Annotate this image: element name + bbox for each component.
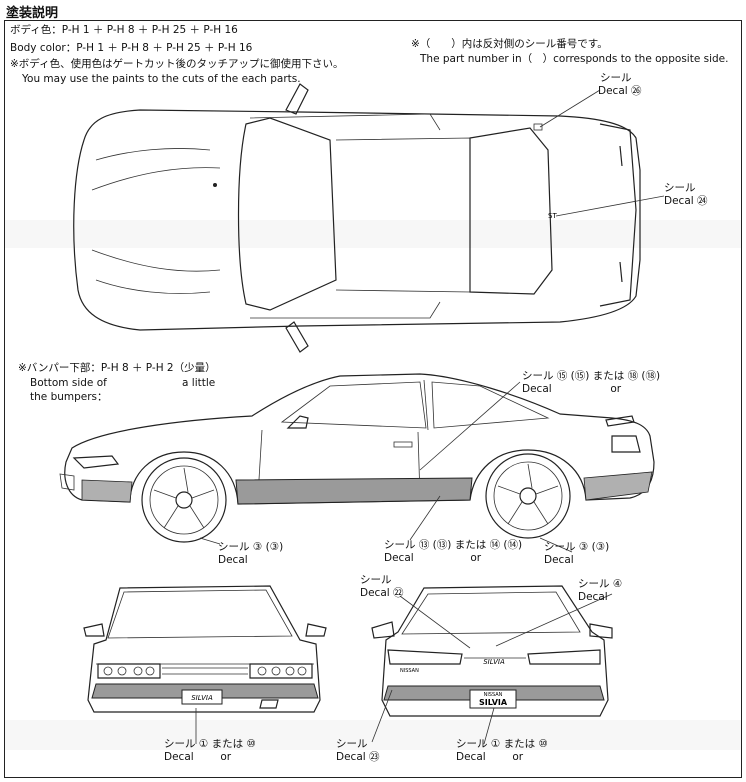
callout-mata: または [503, 738, 536, 750]
callout-num: ① [198, 738, 209, 750]
callout-num: ③ (③) [252, 541, 284, 553]
opposite-note-jp: ※（ ）内は反対側のシール番号です。 [411, 38, 608, 50]
car-side-view [59, 373, 655, 553]
callout-mata: または [454, 539, 487, 551]
rear-left-badge: NISSAN [400, 668, 419, 674]
callout-jp: シール [664, 182, 696, 194]
callout-num: ③ (③) [578, 541, 610, 553]
callout-alt: ⑱ (⑱) [627, 370, 661, 382]
callout-jp: シール [522, 370, 554, 382]
callout-front-1: シール ① または ⑩ Decal or [164, 738, 256, 764]
paint-note-jp: ※ボディ色、使用色はゲートカット後のタッチアップに御使用下さい。 [10, 58, 344, 70]
front-badge-text: SILVIA [191, 694, 213, 702]
callout-en: Decal [336, 751, 366, 763]
callout-num: ㉖ [631, 85, 642, 97]
bumper-note-jp: ※バンパー下部：P-H 8 ＋ P-H 2（少量） [18, 362, 216, 374]
callout-24: シール Decal ㉔ [664, 182, 708, 208]
callout-en: Decal [578, 591, 608, 603]
callout-22: シール Decal ㉒ [360, 574, 404, 600]
bumper-note-en2: the bumpers： [30, 391, 108, 403]
callout-jp: シール [384, 539, 416, 551]
opposite-note-en: The part number in（ ）corresponds to the … [420, 53, 729, 65]
car-rear-view: SILVIA NISSAN NISSAN SILVIA [371, 585, 613, 745]
callout-rear-1: シール ① または ⑩ Decal or [456, 738, 548, 764]
section-title: 塗装説明 [6, 6, 59, 21]
car-top-view: ST [73, 83, 665, 353]
callout-or: or [220, 751, 232, 763]
callout-23: シール Decal ㉓ [336, 738, 380, 764]
callout-num: ① [490, 738, 501, 750]
callout-en: Decal [598, 85, 628, 97]
paint-note-en: You may use the paints to the cuts of th… [22, 73, 301, 85]
callout-or: or [512, 751, 524, 763]
callout-en: Decal [664, 195, 694, 207]
body-color-jp: ボディ色：P-H 1 ＋ P-H 8 ＋ P-H 25 ＋ P-H 16 [10, 24, 238, 36]
callout-en: Decal [384, 552, 414, 564]
callout-13: シール ⑬ (⑬) または ⑭ (⑭) Decal or [384, 539, 522, 565]
callout-num: ㉔ [697, 195, 708, 207]
instruction-frame [4, 20, 742, 778]
body-color-en: Body color：P-H 1 ＋ P-H 8 ＋ P-H 25 ＋ P-H … [10, 42, 253, 54]
rear-plate-top: NISSAN [484, 692, 503, 698]
rear-plate-text: SILVIA [479, 698, 508, 707]
callout-15: シール ⑮ (⑮) または ⑱ (⑱) Decal or [522, 370, 660, 396]
callout-3a: シール ③ (③) Decal [218, 541, 283, 567]
callout-alt: ⑩ [538, 738, 548, 750]
callout-num: ㉓ [369, 751, 380, 763]
callout-4: シール ④ Decal [578, 578, 622, 604]
callout-jp: シール [336, 738, 368, 750]
callout-alt: ⑩ [246, 738, 256, 750]
rear-script-text: SILVIA [483, 658, 505, 666]
callout-mata: または [592, 370, 625, 382]
callout-jp: シール [164, 738, 196, 750]
callout-en: Decal [218, 554, 248, 566]
callout-3b: シール ③ (③) Decal [544, 541, 609, 567]
callout-alt: ⑭ (⑭) [489, 539, 523, 551]
callout-en: Decal [360, 587, 390, 599]
callout-jp: シール [218, 541, 250, 553]
callout-jp: シール [600, 72, 632, 84]
callout-num: ⑮ (⑮) [556, 370, 590, 382]
callout-mata: または [211, 738, 244, 750]
callout-num: ㉒ [393, 587, 404, 599]
bumper-note-little: a little [182, 377, 216, 389]
callout-26: シール Decal ㉖ [598, 72, 642, 98]
callout-en: Decal [522, 383, 552, 395]
car-front-view: SILVIA [83, 585, 327, 744]
callout-num: ⑬ (⑬) [418, 539, 452, 551]
callout-or: or [610, 383, 622, 395]
callout-jp: シール [360, 574, 392, 586]
callout-en: Decal [164, 751, 194, 763]
bumper-note-en1: Bottom side of [30, 377, 107, 389]
callout-jp: シール [578, 578, 610, 590]
callout-en: Decal [544, 554, 574, 566]
callout-jp: シール [456, 738, 488, 750]
callout-en: Decal [456, 751, 486, 763]
callout-jp: シール [544, 541, 576, 553]
callout-or: or [470, 552, 482, 564]
callout-num: ④ [612, 578, 623, 590]
svg-text:ST: ST [548, 212, 557, 220]
